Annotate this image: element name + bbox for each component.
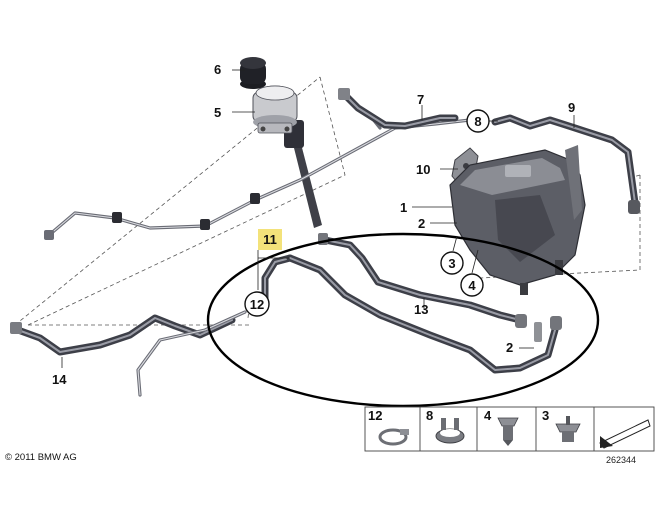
- hose-14: [10, 310, 247, 397]
- svg-text:3: 3: [542, 408, 549, 423]
- expansion-tank: [449, 145, 586, 295]
- callout-5: 5: [214, 105, 221, 120]
- callout-10: 10: [416, 162, 430, 177]
- callout-11: 11: [258, 229, 282, 250]
- clip-nut-icon: [497, 417, 519, 446]
- highlight-ellipse: [206, 232, 600, 408]
- legend-strip: 12 8 4 3: [364, 406, 655, 452]
- rivet-nut-icon: [555, 416, 581, 442]
- hose-upper-right: [338, 88, 640, 214]
- svg-text:3: 3: [448, 256, 455, 271]
- callout-6: 6: [214, 62, 221, 77]
- callout-7: 7: [417, 92, 424, 107]
- hose-13: [261, 233, 562, 374]
- svg-text:10: 10: [416, 162, 430, 177]
- callout-9: 9: [568, 100, 575, 115]
- callout-8: 8: [466, 109, 490, 133]
- drawing-number: 262344: [606, 455, 636, 465]
- copyright-text: © 2011 BMW AG: [5, 452, 77, 463]
- hose-clamp-icon: [378, 428, 409, 446]
- leader-lines: [61, 69, 575, 368]
- legend-item-4: 4: [484, 408, 519, 446]
- svg-text:9: 9: [568, 100, 575, 115]
- svg-text:1: 1: [400, 200, 407, 215]
- svg-text:12: 12: [250, 297, 264, 312]
- callout-2-upper: 2: [418, 216, 425, 231]
- reservoir-cap: [240, 57, 266, 89]
- spring-clamp-icon: [435, 418, 465, 444]
- callout-14: 14: [52, 372, 67, 387]
- svg-text:11: 11: [263, 232, 277, 247]
- svg-text:4: 4: [484, 408, 492, 423]
- callout-3: 3: [440, 251, 464, 275]
- svg-text:4: 4: [468, 278, 476, 293]
- svg-text:8: 8: [474, 114, 481, 129]
- svg-text:13: 13: [414, 302, 428, 317]
- legend-item-12: 12: [368, 408, 409, 446]
- svg-text:7: 7: [417, 92, 424, 107]
- svg-text:12: 12: [368, 408, 382, 423]
- callout-13: 13: [414, 302, 428, 317]
- svg-text:6: 6: [214, 62, 221, 77]
- svg-text:5: 5: [214, 105, 221, 120]
- legend-item-3: 3: [542, 408, 581, 442]
- svg-text:14: 14: [52, 372, 67, 387]
- svg-text:8: 8: [426, 408, 433, 423]
- callout-2-lower: 2: [506, 340, 513, 355]
- callout-12: 12: [244, 291, 270, 317]
- svg-text:2: 2: [418, 216, 425, 231]
- reference-arrow-icon: [599, 419, 651, 449]
- callout-1: 1: [400, 200, 407, 215]
- callout-4: 4: [460, 273, 484, 297]
- reservoir-column: [252, 85, 322, 228]
- legend-item-8: 8: [426, 408, 465, 444]
- svg-text:2: 2: [506, 340, 513, 355]
